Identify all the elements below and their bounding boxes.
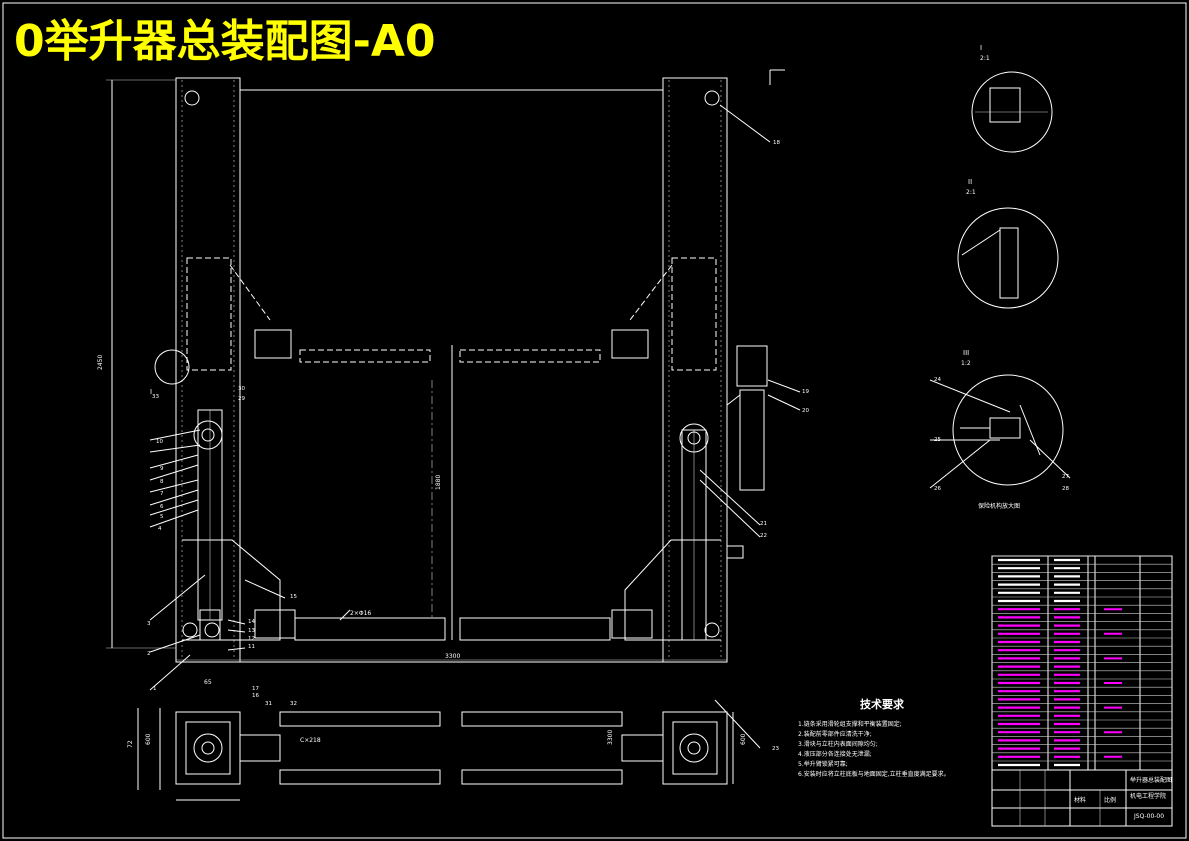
part-number: 25: [934, 437, 941, 443]
part-number: 2: [147, 651, 151, 657]
title-block-school: 机电工程学院: [1130, 792, 1166, 800]
drawing-title: 0举升器总装配图-A0: [14, 16, 436, 67]
leader-lines: [149, 104, 801, 749]
plan-view: [137, 708, 734, 801]
part-number: 30: [238, 386, 245, 392]
title-block-material: 材料: [1074, 796, 1086, 804]
tech-req-item: 3.滑块与立柱内表面间隙均匀;: [798, 740, 878, 748]
detail-views: [929, 71, 1071, 489]
part-number: 28: [1062, 486, 1069, 492]
tech-req-item: 2.装配前零部件应清洗干净;: [798, 730, 872, 738]
detail-label-1: I: [980, 44, 982, 52]
detail-callout-1: I: [150, 388, 152, 396]
dimension-text: 2×Φ16: [350, 610, 371, 617]
part-number-labels: 1234567891011121314151617181920212223242…: [147, 140, 1069, 752]
part-number: 5: [160, 514, 164, 520]
part-number: 10: [156, 439, 163, 445]
part-number: 26: [934, 486, 941, 492]
parts-list: [991, 555, 1173, 771]
tech-req-item: 6.安装时应将立柱底板与地面固定,立柱垂直度满足要求。: [798, 770, 950, 778]
part-number: 20: [802, 408, 809, 414]
dimension-text: 72: [127, 740, 134, 748]
detail-scale-3: 1:2: [961, 360, 971, 367]
right-column: [459, 77, 768, 663]
part-number: 8: [160, 479, 164, 485]
left-column: [154, 77, 446, 663]
part-number: 27: [1062, 474, 1069, 480]
dimension-text: 600: [145, 733, 152, 745]
part-number: 15: [290, 594, 297, 600]
part-number: 7: [160, 491, 164, 497]
part-number: 33: [152, 394, 159, 400]
detail-caption: 保险机构放大图: [978, 502, 1020, 510]
detail-label-2: II: [968, 178, 972, 186]
tech-req-item: 4.液压部分各连接处无泄漏;: [798, 750, 872, 758]
detail-label-3: III: [963, 349, 969, 357]
title-block-scale: 比例: [1104, 796, 1116, 804]
tech-req-title: 技术要求: [860, 697, 905, 711]
part-number: 9: [160, 466, 164, 472]
part-number: 21: [760, 521, 767, 527]
part-number: 18: [773, 140, 780, 146]
dimension-text: 3300: [607, 730, 614, 745]
part-number: 13: [248, 628, 255, 634]
dimension-text: 600: [740, 733, 747, 745]
part-number: 11: [248, 644, 255, 650]
part-number: 19: [802, 389, 809, 395]
part-number: 12: [248, 636, 255, 642]
tech-requirements: 1.链条采用滑轮组支撑和平衡装置固定; 2.装配前零部件应清洗干净; 3.滑块与立柱…: [798, 720, 950, 778]
dimension-text: C×218: [300, 737, 321, 744]
tech-req-item: 5.举升臂锁紧可靠;: [798, 760, 848, 768]
part-number: 32: [290, 701, 297, 707]
part-number: 14: [248, 619, 255, 625]
part-number: 4: [158, 526, 162, 532]
title-block-drawing-no: JSQ-00-00: [1133, 813, 1164, 820]
title-block-drawing-name: 举升器总装配图: [1130, 776, 1172, 784]
part-number: 1: [153, 686, 157, 692]
title-block: [991, 769, 1173, 827]
part-number: 29: [238, 396, 245, 402]
part-number: 17: [252, 686, 259, 692]
detail-scale-1: 2:1: [980, 55, 990, 62]
dimension-text: 65: [204, 679, 212, 686]
detail-scale-2: 2:1: [966, 189, 976, 196]
dimension-text: 2450: [97, 355, 104, 370]
part-number: 6: [160, 504, 164, 510]
part-number: 3: [147, 621, 151, 627]
part-number: 16: [252, 693, 259, 699]
part-number: 24: [934, 377, 941, 383]
dimension-text: 3300: [445, 653, 460, 660]
dimension-text: 1880: [435, 475, 442, 490]
part-number: 31: [265, 701, 272, 707]
part-number: 22: [760, 533, 767, 539]
tech-req-item: 1.链条采用滑轮组支撑和平衡装置固定;: [798, 720, 902, 728]
part-number: 23: [772, 746, 779, 752]
